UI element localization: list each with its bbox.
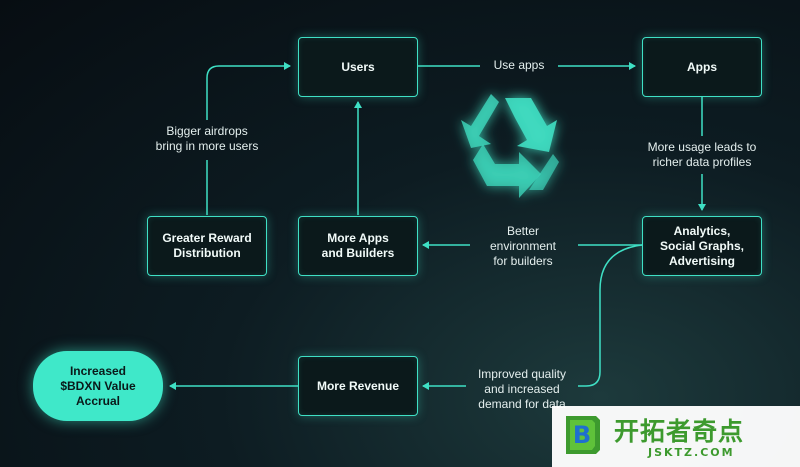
label-more-usage: More usage leads to richer data profiles bbox=[647, 140, 757, 169]
label-improved-quality: Improved quality and increased demand fo… bbox=[477, 367, 567, 411]
watermark-chinese-text: 开拓者奇点 bbox=[614, 417, 745, 446]
label-use-apps: Use apps bbox=[493, 58, 545, 72]
label-better-env: Better environment for builders bbox=[489, 224, 557, 268]
node-more-apps: More Apps and Builders bbox=[298, 216, 418, 276]
node-apps: Apps bbox=[642, 37, 762, 97]
watermark-logo-icon: B bbox=[566, 416, 600, 454]
arrow-reward-to-users-top bbox=[206, 62, 291, 120]
svg-text:B: B bbox=[573, 421, 591, 449]
label-bigger-airdrops: Bigger airdrops bring in more users bbox=[155, 124, 259, 153]
watermark-domain: JSKTZ.COM bbox=[648, 446, 735, 459]
node-greater-reward: Greater Reward Distribution bbox=[147, 216, 267, 276]
watermark: B 开拓者奇点 JSKTZ.COM bbox=[552, 406, 800, 467]
node-more-revenue: More Revenue bbox=[298, 356, 418, 416]
node-users: Users bbox=[298, 37, 418, 97]
arrow-analytics-to-revenue bbox=[578, 244, 643, 387]
recycle-icon bbox=[461, 94, 559, 198]
node-value-accrual: Increased $BDXN Value Accrual bbox=[33, 351, 163, 421]
node-analytics: Analytics, Social Graphs, Advertising bbox=[642, 216, 762, 276]
